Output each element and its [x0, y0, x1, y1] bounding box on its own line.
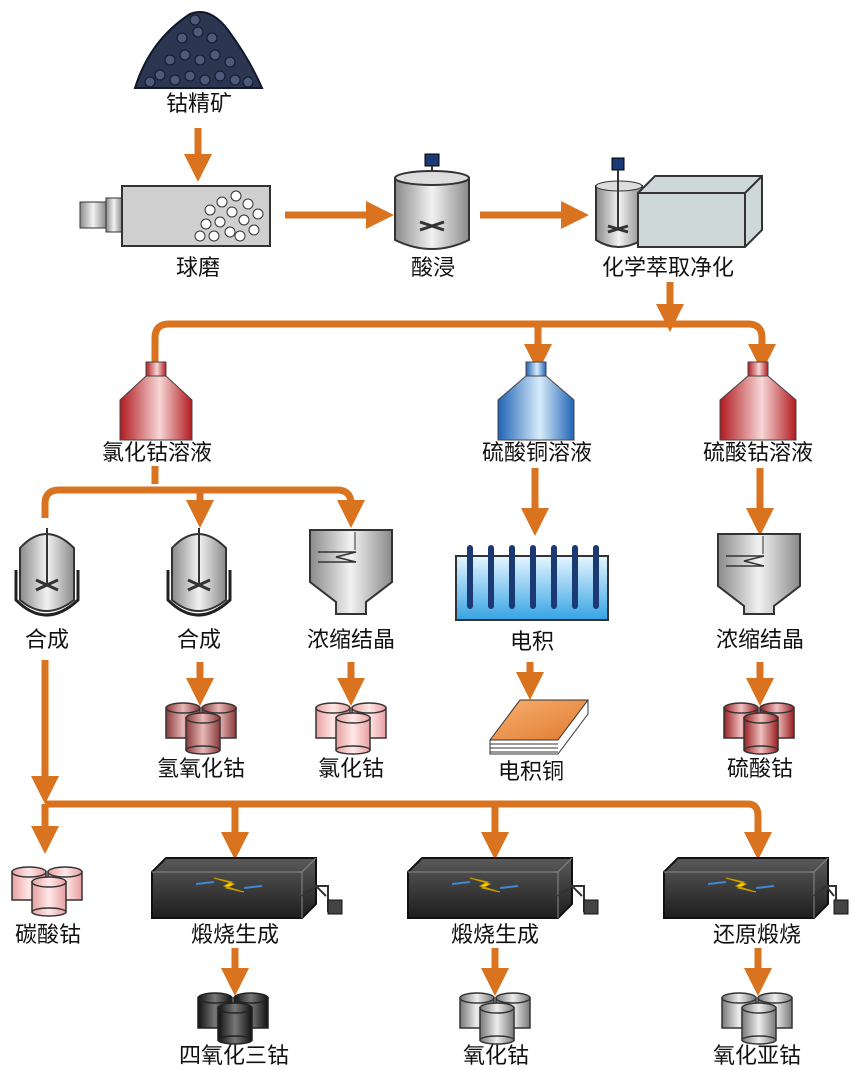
crystallizer-1-icon	[309, 529, 393, 615]
label-cocl2-solution: 氯化钴溶液	[101, 441, 213, 466]
cocl2-tank-icon	[119, 361, 193, 441]
cobalt-chloride-product-icon	[315, 702, 387, 755]
label-electro-copper: 电积铜	[497, 760, 565, 785]
ore-pile-icon	[133, 11, 264, 89]
label-cobalt-hydroxide: 氢氧化钴	[156, 757, 246, 782]
copper-plates-icon	[489, 699, 589, 755]
label-synthesis-1: 合成	[24, 628, 70, 653]
cuso4-tank-icon	[497, 361, 575, 441]
label-cobalt-chloride: 氯化钴	[317, 757, 385, 782]
label-ball-mill: 球磨	[175, 256, 221, 281]
reactor-2-icon	[166, 528, 232, 617]
label-cobalt-oxide: 氧化钴	[462, 1044, 530, 1069]
label-extraction: 化学萃取净化	[601, 256, 735, 281]
label-calcine-2: 煅烧生成	[450, 923, 540, 948]
cobalt-oxide-product-icon	[459, 992, 531, 1045]
label-acid-leach: 酸浸	[410, 256, 456, 281]
cobalt-carbonate-product-icon	[11, 866, 83, 917]
label-calcine-1: 煅烧生成	[190, 923, 280, 948]
cobalt-sulfate-product-icon	[723, 702, 795, 755]
label-crystallize-2: 浓缩结晶	[715, 628, 805, 653]
reactor-1-icon	[14, 528, 80, 617]
furnace-3-icon	[663, 857, 849, 919]
coso4-tank-icon	[719, 361, 797, 441]
label-coso4-solution: 硫酸钴溶液	[702, 441, 814, 466]
label-cobaltous-oxide: 氧化亚钴	[712, 1044, 802, 1069]
label-cuso4-solution: 硫酸铜溶液	[481, 441, 593, 466]
label-cobalt-carbonate: 碳酸钴	[14, 923, 82, 948]
label-crystallize-1: 浓缩结晶	[306, 628, 396, 653]
label-reduce-calcine: 还原煅烧	[712, 923, 802, 948]
furnace-2-icon	[407, 857, 599, 919]
label-synthesis-2: 合成	[176, 628, 222, 653]
extraction-unit-icon	[595, 157, 763, 248]
co3o4-product-icon	[197, 992, 269, 1045]
flow-arrows	[30, 128, 776, 996]
ball-mill-icon	[79, 185, 271, 247]
electrowinning-bath-icon	[455, 545, 609, 621]
cobaltous-oxide-product-icon	[721, 992, 793, 1045]
label-co3o4: 四氧化三钴	[178, 1044, 290, 1069]
cobalt-hydroxide-product-icon	[165, 702, 237, 755]
label-cobalt-sulfate: 硫酸钴	[726, 757, 794, 782]
label-cobalt-concentrate: 钴精矿	[165, 92, 233, 117]
furnace-1-icon	[151, 857, 343, 919]
label-electrowin: 电积	[509, 630, 555, 655]
crystallizer-2-icon	[717, 533, 801, 615]
leach-tank-icon	[394, 153, 470, 250]
